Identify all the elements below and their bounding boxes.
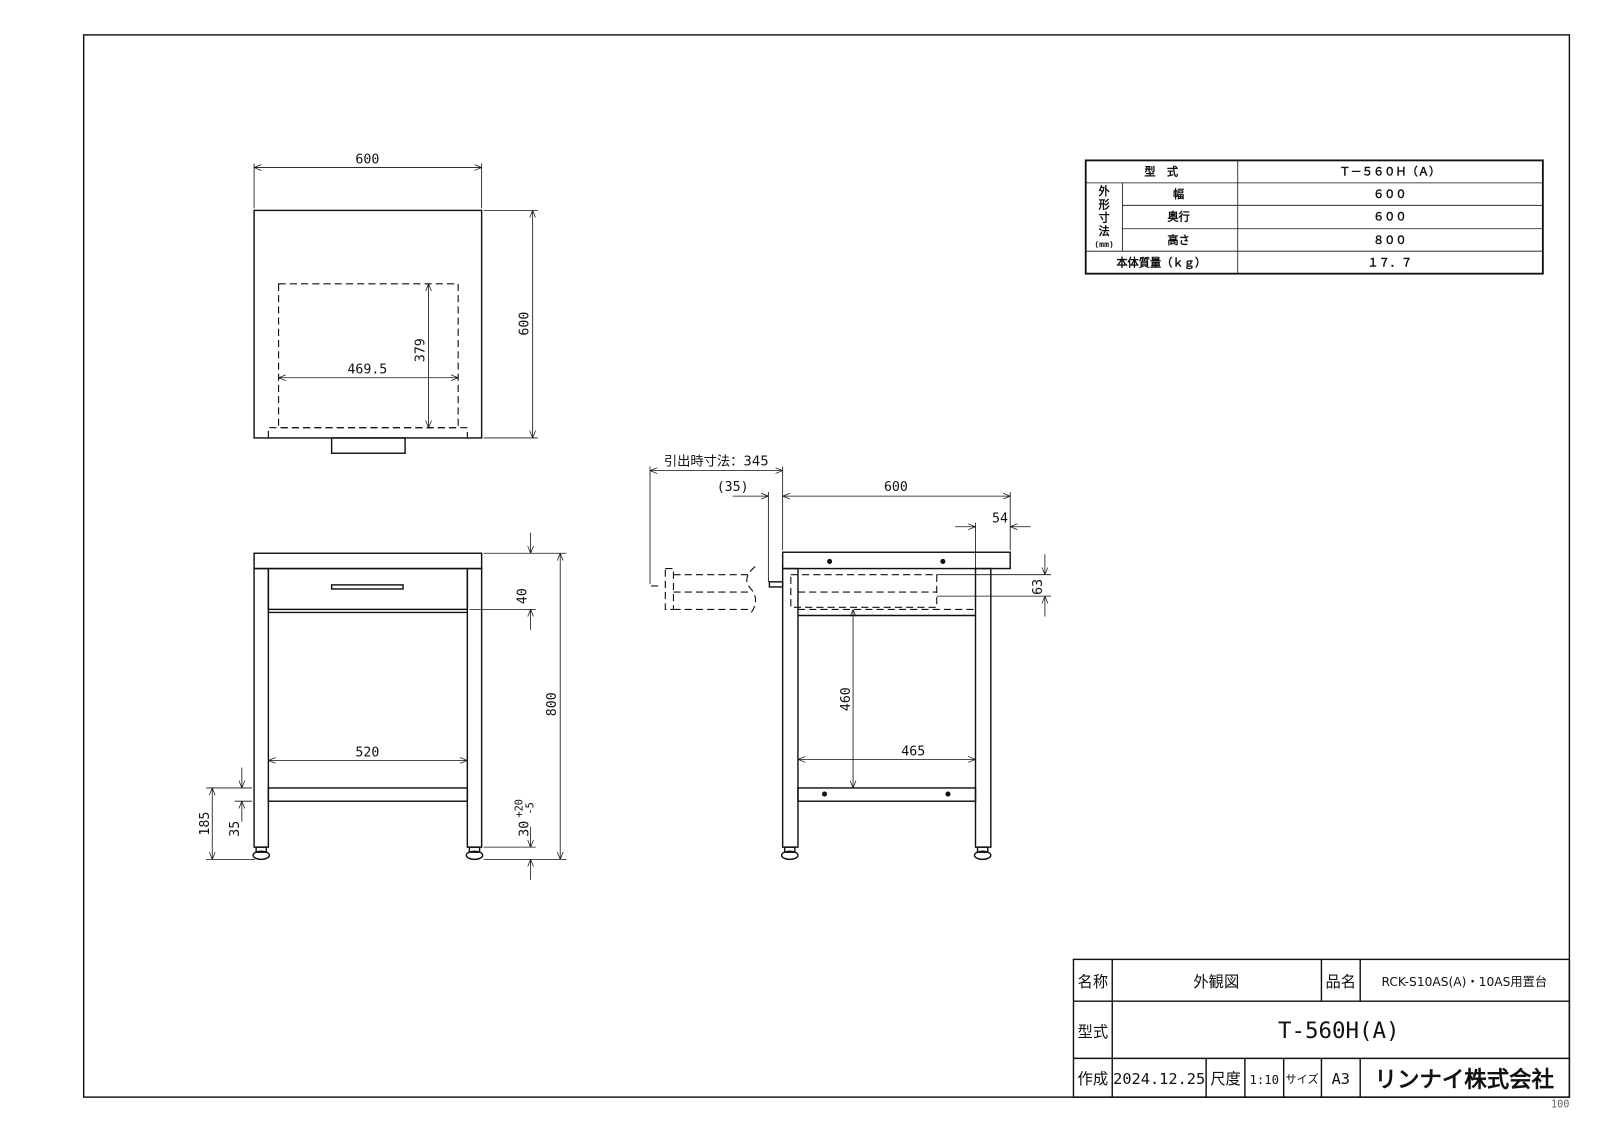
dim-shelf-thickness: 35 xyxy=(228,821,243,837)
drawing-border xyxy=(82,34,1571,1098)
sheet-code: 100 xyxy=(1551,1099,1569,1110)
dim-adjuster-tol-plus: +20 xyxy=(514,799,525,817)
spec-group-label: 外 xyxy=(1097,184,1110,198)
spec-row-value: ６００ xyxy=(1373,211,1407,224)
spec-row-label: 奥行 xyxy=(1167,210,1189,224)
spec-group-label: 形 xyxy=(1098,198,1110,211)
dim-pullout: 引出時寸法：345 xyxy=(664,454,769,470)
created-label: 作成 xyxy=(1078,1070,1109,1088)
dim-depth: 600 xyxy=(884,480,908,495)
company-name: リンナイ株式会社 xyxy=(1375,1066,1555,1093)
dim-height: 800 xyxy=(545,692,560,716)
dim-drawer-height: 63 xyxy=(1031,579,1046,595)
spec-header-value: Ｔ－５６０Ｈ（Ａ） xyxy=(1339,166,1440,179)
spec-row-label: 幅 xyxy=(1173,187,1184,201)
dim-lower-shelf: 185 xyxy=(198,812,213,836)
model-label: 型式 xyxy=(1078,1023,1109,1041)
dim-drawer-depth: 379 xyxy=(413,338,428,362)
dim-inner-depth: 465 xyxy=(901,744,925,759)
dim-top-thickness: 40 xyxy=(516,588,531,604)
side-view: 引出時寸法：345 (35) 600 54 63 460 465 xyxy=(649,454,1052,861)
spec-group-label: (mm) xyxy=(1094,239,1114,249)
size-value: A3 xyxy=(1332,1070,1350,1088)
dim-adjuster: 30 xyxy=(518,821,533,837)
front-view: 40 800 520 185 35 30 +20 -5 xyxy=(198,532,567,880)
dim-top-width: 600 xyxy=(355,152,379,167)
scale-label: 尺度 xyxy=(1210,1070,1241,1088)
model-value: T-560H(A) xyxy=(1278,1018,1400,1044)
spec-group-label: 寸 xyxy=(1098,211,1109,225)
spec-group-label: 法 xyxy=(1098,224,1109,238)
dim-overhang: 54 xyxy=(992,512,1008,527)
top-view: 600 600 379 469.5 xyxy=(253,152,538,454)
size-label: サイズ xyxy=(1285,1072,1318,1086)
name-label: 名称 xyxy=(1078,973,1109,991)
spec-mass-value: １７．７ xyxy=(1367,257,1412,270)
name-value: 外観図 xyxy=(1193,973,1239,991)
product-label: 品名 xyxy=(1326,973,1357,991)
created-value: 2024.12.25 xyxy=(1113,1070,1205,1088)
drawer-pulled-out xyxy=(651,566,757,616)
dim-top-depth: 600 xyxy=(518,312,533,336)
drawer-handle xyxy=(330,437,406,454)
dim-clearance: 460 xyxy=(839,687,854,711)
dim-inner-width: 520 xyxy=(355,745,379,760)
spec-row-value: ８００ xyxy=(1373,234,1407,247)
product-value: RCK-S10AS(A)・10AS用置台 xyxy=(1381,974,1547,989)
dim-adjuster-tol-minus: -5 xyxy=(526,802,537,814)
dim-drawer-width: 469.5 xyxy=(347,363,387,378)
scale-value: 1:10 xyxy=(1250,1073,1279,1087)
spec-mass-label: 本体質量（ｋｇ） xyxy=(1116,256,1206,271)
spec-row-value: ６００ xyxy=(1373,188,1407,201)
dim-handle: (35) xyxy=(717,480,749,495)
spec-table: 型 式 Ｔ－５６０Ｈ（Ａ） 外 形 寸 法 (mm) 幅 ６００ 奥行 ６００ … xyxy=(1084,159,1544,275)
spec-row-label: 高さ xyxy=(1167,233,1189,247)
spec-header-label: 型 式 xyxy=(1144,165,1178,179)
title-block: 名称 外観図 品名 RCK-S10AS(A)・10AS用置台 型式 T-560H… xyxy=(1072,958,1571,1098)
